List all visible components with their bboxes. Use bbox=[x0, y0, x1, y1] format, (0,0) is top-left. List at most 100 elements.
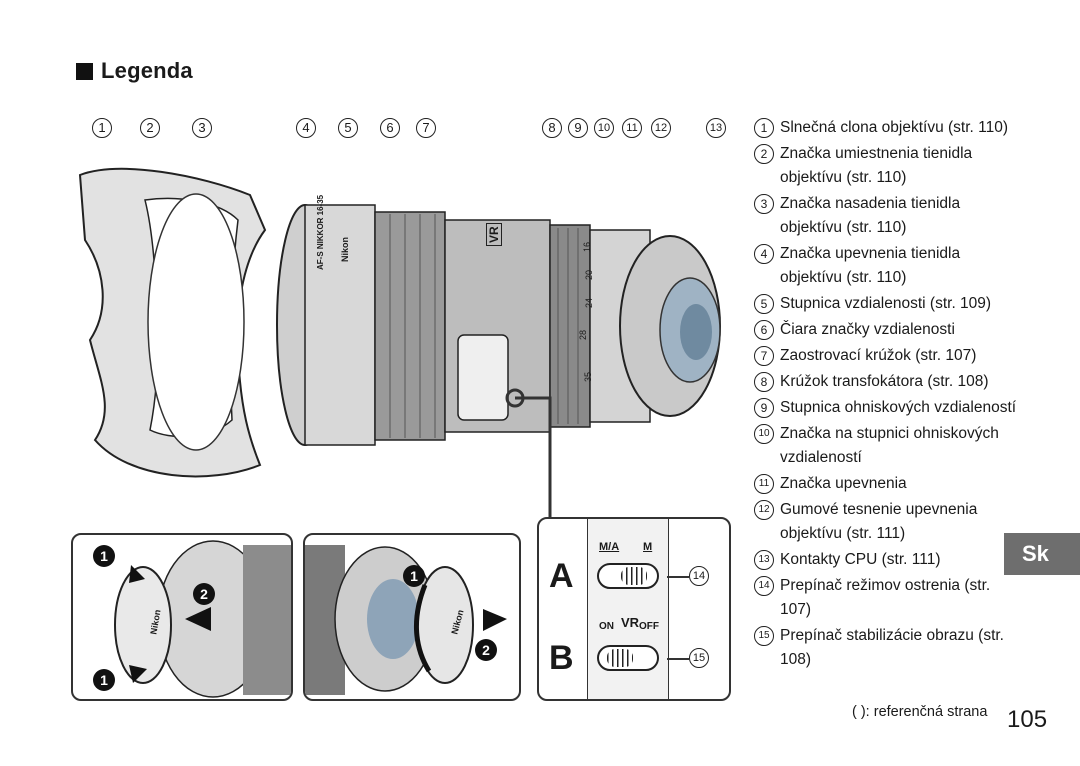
rear-step-1-badge: 1 bbox=[403, 565, 425, 587]
legend-item: 7 Zaostrovací krúžok (str. 107) bbox=[754, 344, 1024, 368]
vr-off-label: OFF bbox=[639, 621, 659, 632]
focus-mode-switch[interactable] bbox=[597, 563, 659, 589]
legend-text: Stupnica vzdialenosti (str. 109) bbox=[780, 295, 992, 312]
focal-mark-20: 20 bbox=[584, 269, 594, 280]
focus-mode-m-label: M bbox=[643, 541, 653, 553]
legend-item: 12 Gumové tesnenie upevnenia objektívu (s… bbox=[754, 498, 1024, 546]
lens-barrel-drawing bbox=[276, 204, 721, 446]
legend-item: 5 Stupnica vzdialenosti (str. 109) bbox=[754, 292, 1024, 316]
legend-text: Zaostrovací krúžok (str. 107) bbox=[780, 347, 977, 364]
vr-switch[interactable] bbox=[597, 645, 659, 671]
legend-text: Značka umiestnenia tienidla objektívu (s… bbox=[780, 145, 973, 186]
focal-mark-28: 28 bbox=[578, 329, 588, 340]
legend-item: 10 Značka na stupnici ohniskových vzdiale… bbox=[754, 422, 1024, 470]
legend-text: Stupnica ohniskových vzdialeností bbox=[780, 399, 1017, 416]
focal-mark-24: 24 bbox=[584, 297, 594, 308]
legend-number: 7 bbox=[754, 346, 774, 366]
legend-item: 2 Značka umiestnenia tienidla objektívu (… bbox=[754, 142, 1024, 190]
legend-number: 5 bbox=[754, 294, 774, 314]
callout-15: 15 bbox=[689, 648, 709, 668]
legend-number: 2 bbox=[754, 144, 774, 164]
lens-brand-text: Nikon bbox=[340, 236, 350, 262]
callout-14-leader bbox=[667, 576, 689, 578]
callout-8: 8 bbox=[542, 118, 562, 138]
lens-diagram bbox=[78, 167, 721, 520]
section-heading: Legenda bbox=[76, 58, 193, 84]
legend-number: 12 bbox=[754, 500, 774, 520]
legend-number: 10 bbox=[754, 424, 774, 444]
language-tab: Sk bbox=[1004, 533, 1080, 575]
rear-step-2-badge: 2 bbox=[475, 639, 497, 661]
legend-text: Krúžok transfokátora (str. 108) bbox=[780, 373, 989, 390]
legend-text: Slnečná clona objektívu (str. 110) bbox=[780, 119, 1009, 136]
legend-text: Značka upevnenia bbox=[780, 475, 907, 492]
focal-mark-16: 16 bbox=[582, 241, 592, 252]
legend-text: Značka na stupnici ohniskových vzdialeno… bbox=[780, 425, 999, 466]
rear-cap-inset: Nikon 1 2 bbox=[303, 533, 521, 701]
legend-number: 13 bbox=[754, 550, 774, 570]
legend-text: Čiara značky vzdialenosti bbox=[780, 321, 955, 338]
legend-number: 3 bbox=[754, 194, 774, 214]
callout-2: 2 bbox=[140, 118, 160, 138]
front-cap-inset: Nikon 1 2 1 bbox=[71, 533, 293, 701]
reference-note: ( ): referenčná strana bbox=[852, 704, 988, 720]
legend-number: 15 bbox=[754, 626, 774, 646]
legend-item: 11 Značka upevnenia bbox=[754, 472, 1024, 496]
step-2-badge: 2 bbox=[193, 583, 215, 605]
page-number: 105 bbox=[1007, 706, 1048, 733]
front-cap-drawing bbox=[114, 540, 291, 698]
callout-5: 5 bbox=[338, 118, 358, 138]
switch-inset: A B M/A M 14 ON VR OFF 15 bbox=[537, 517, 731, 701]
legend-text: Značka upevnenia tienidla objektívu (str… bbox=[780, 245, 961, 286]
lens-hood-drawing bbox=[78, 167, 267, 478]
callout-7: 7 bbox=[416, 118, 436, 138]
legend-number: 8 bbox=[754, 372, 774, 392]
lens-model-text: AF-S NIKKOR 16-35 bbox=[316, 194, 325, 270]
focus-mode-ma-label: M/A bbox=[599, 541, 620, 553]
heading-square-icon bbox=[76, 62, 93, 80]
legend-number: 4 bbox=[754, 244, 774, 264]
legend-text: Prepínač režimov ostrenia (str. 107) bbox=[780, 577, 991, 618]
legend-number: 11 bbox=[754, 474, 774, 494]
switch-label-a: A bbox=[549, 557, 574, 595]
legend-number: 6 bbox=[754, 320, 774, 340]
rear-cap-drawing bbox=[305, 545, 507, 695]
callout-4: 4 bbox=[296, 118, 316, 138]
callout-14: 14 bbox=[689, 566, 709, 586]
legend-number: 14 bbox=[754, 576, 774, 596]
legend-number: 1 bbox=[754, 118, 774, 138]
callout-9: 9 bbox=[568, 118, 588, 138]
legend-item: 9 Stupnica ohniskových vzdialeností bbox=[754, 396, 1024, 420]
step-1-badge-top: 1 bbox=[93, 545, 115, 567]
legend-text: Gumové tesnenie upevnenia objektívu (str… bbox=[780, 501, 978, 542]
callout-11: 11 bbox=[622, 118, 642, 138]
callout-12: 12 bbox=[651, 118, 671, 138]
focus-mode-switch-knob[interactable] bbox=[621, 567, 647, 585]
callout-6: 6 bbox=[380, 118, 400, 138]
lens-vr-badge: VR bbox=[486, 223, 502, 246]
legend-number: 9 bbox=[754, 398, 774, 418]
legend-item: 1 Slnečná clona objektívu (str. 110) bbox=[754, 116, 1024, 140]
callout-13: 13 bbox=[706, 118, 726, 138]
legend-item: 3 Značka nasadenia tienidla objektívu (st… bbox=[754, 192, 1024, 240]
vr-title-label: VR bbox=[621, 615, 640, 630]
legend-text: Značka nasadenia tienidla objektívu (str… bbox=[780, 195, 961, 236]
switch-label-b: B bbox=[549, 639, 574, 677]
step-1-badge-bottom: 1 bbox=[93, 669, 115, 691]
callout-10: 10 bbox=[594, 118, 614, 138]
legend-item: 15 Prepínač stabilizácie obrazu (str. 108… bbox=[754, 624, 1024, 672]
legend-item: 8 Krúžok transfokátora (str. 108) bbox=[754, 370, 1024, 394]
legend-item: 6 Čiara značky vzdialenosti bbox=[754, 318, 1024, 342]
focal-mark-35: 35 bbox=[583, 371, 593, 382]
legend-text: Prepínač stabilizácie obrazu (str. 108) bbox=[780, 627, 1004, 668]
legend-item: 14 Prepínač režimov ostrenia (str. 107) bbox=[754, 574, 1024, 622]
callout-1: 1 bbox=[92, 118, 112, 138]
vr-switch-knob[interactable] bbox=[607, 649, 633, 667]
legend-text: Kontakty CPU (str. 111) bbox=[780, 551, 941, 568]
heading-title: Legenda bbox=[101, 58, 193, 83]
callout-3: 3 bbox=[192, 118, 212, 138]
legend-item: 13 Kontakty CPU (str. 111) bbox=[754, 548, 1024, 572]
legend-item: 4 Značka upevnenia tienidla objektívu (st… bbox=[754, 242, 1024, 290]
callout-15-leader bbox=[667, 658, 689, 660]
